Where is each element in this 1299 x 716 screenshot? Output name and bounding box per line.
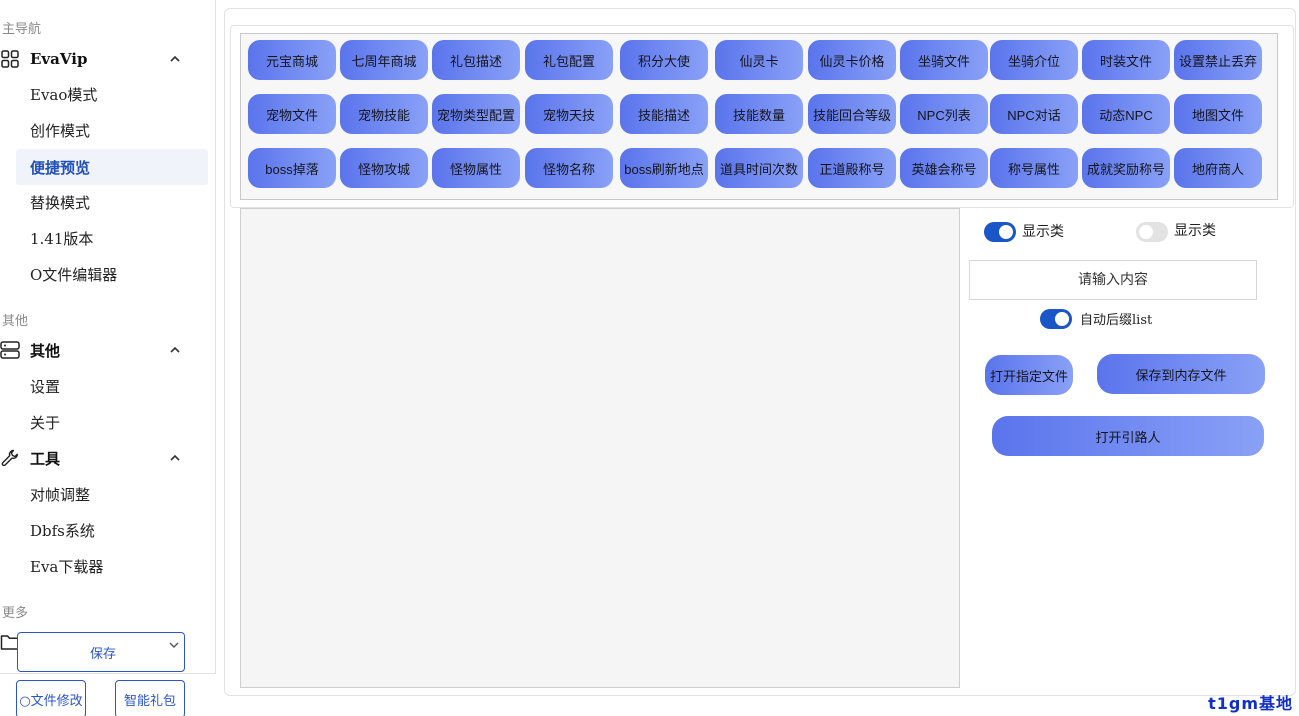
btn-boss-spawn-locations[interactable]: boss刷新地点 xyxy=(620,148,708,188)
save-select-value: 保存 xyxy=(90,647,117,662)
group-tools[interactable]: 工具 xyxy=(0,443,200,473)
btn-map-file[interactable]: 地图文件 xyxy=(1174,94,1262,134)
caption-more: 更多 xyxy=(2,606,29,621)
caption-other: 其他 xyxy=(2,314,29,329)
btn-npc-dialog[interactable]: NPC对话 xyxy=(990,94,1078,134)
btn-title-attributes[interactable]: 称号属性 xyxy=(990,148,1078,188)
group-evavip-label: EvaVip xyxy=(30,50,88,68)
auto-suffix-list-toggle[interactable] xyxy=(1040,309,1072,329)
display-class-label-a: 显示类 xyxy=(1022,224,1064,240)
btn-npc-list[interactable]: NPC列表 xyxy=(900,94,988,134)
save-to-memory-file-button[interactable]: 保存到内存文件 xyxy=(1097,354,1265,394)
btn-righteous-hall-title[interactable]: 正道殿称号 xyxy=(808,148,896,188)
smart-gift-button[interactable]: 智能礼包 xyxy=(115,680,185,716)
btn-mount-intro[interactable]: 坐骑介位 xyxy=(990,40,1078,80)
file-modify-button[interactable]: ○文件修改 xyxy=(16,680,86,716)
nav-item-settings[interactable]: 设置 xyxy=(30,377,61,396)
btn-gift-description[interactable]: 礼包描述 xyxy=(432,40,520,80)
nav-item-eva-downloader[interactable]: Eva下载器 xyxy=(30,557,104,576)
nav-item-about[interactable]: 关于 xyxy=(30,413,61,432)
btn-mount-file[interactable]: 坐骑文件 xyxy=(900,40,988,80)
server-icon xyxy=(0,340,20,360)
display-class-toggle-b[interactable] xyxy=(1136,222,1168,242)
display-class-toggle-a[interactable] xyxy=(984,222,1016,242)
open-guide-button[interactable]: 打开引路人 xyxy=(992,416,1264,456)
btn-skill-description[interactable]: 技能描述 xyxy=(620,94,708,134)
grid-icon xyxy=(0,49,20,69)
chevron-up-icon[interactable] xyxy=(168,343,182,357)
btn-pet-file[interactable]: 宠物文件 xyxy=(248,94,336,134)
button-panel-frame xyxy=(230,25,1294,208)
wrench-icon xyxy=(0,448,20,468)
nav-item-replace-mode[interactable]: 替换模式 xyxy=(30,193,91,212)
watermark: t1gm基地 xyxy=(1208,694,1293,713)
btn-boss-drop[interactable]: boss掉落 xyxy=(248,148,336,188)
btn-underworld-merchant[interactable]: 地府商人 xyxy=(1174,148,1262,188)
nav-item-version-141[interactable]: 1.41版本 xyxy=(30,229,94,248)
sidebar: 主导航 EvaVip Evao模式 创作模式 便捷预览 替换模式 1.41版本 … xyxy=(0,0,216,674)
btn-skill-count[interactable]: 技能数量 xyxy=(715,94,803,134)
nav-item-create-mode[interactable]: 创作模式 xyxy=(30,121,91,140)
group-other[interactable]: 其他 xyxy=(0,335,200,365)
btn-monster-siege[interactable]: 怪物攻城 xyxy=(340,148,428,188)
nav-item-quick-preview[interactable]: 便捷预览 xyxy=(16,149,208,185)
group-tools-label: 工具 xyxy=(30,449,61,468)
btn-spirit-card-price[interactable]: 仙灵卡价格 xyxy=(808,40,896,80)
save-select[interactable]: 保存 xyxy=(17,632,185,672)
btn-spirit-card[interactable]: 仙灵卡 xyxy=(715,40,803,80)
auto-suffix-list-label: 自动后缀list xyxy=(1080,313,1153,328)
group-evavip[interactable]: EvaVip xyxy=(0,44,200,74)
btn-pet-skill[interactable]: 宠物技能 xyxy=(340,94,428,134)
btn-gift-config[interactable]: 礼包配置 xyxy=(525,40,613,80)
group-other-label: 其他 xyxy=(30,341,61,360)
btn-dynamic-npc[interactable]: 动态NPC xyxy=(1082,94,1170,134)
chevron-down-icon xyxy=(169,642,179,648)
btn-hero-society-title[interactable]: 英雄会称号 xyxy=(900,148,988,188)
btn-achievement-title[interactable]: 成就奖励称号 xyxy=(1082,148,1170,188)
display-class-label-b: 显示类 xyxy=(1174,223,1216,239)
nav-item-evao-mode[interactable]: Evao模式 xyxy=(30,85,98,104)
chevron-up-icon[interactable] xyxy=(168,451,182,465)
btn-pet-heaven-skill[interactable]: 宠物天技 xyxy=(525,94,613,134)
nav-item-dbfs-system[interactable]: Dbfs系统 xyxy=(30,521,95,540)
btn-7th-anniversary-shop[interactable]: 七周年商城 xyxy=(340,40,428,80)
chevron-up-icon[interactable] xyxy=(168,52,182,66)
caption-main-nav: 主导航 xyxy=(2,22,42,37)
open-specified-file-button[interactable]: 打开指定文件 xyxy=(985,355,1073,395)
btn-no-discard-setting[interactable]: 设置禁止丢弃 xyxy=(1174,40,1262,80)
btn-monster-names[interactable]: 怪物名称 xyxy=(525,148,613,188)
btn-pet-type-config[interactable]: 宠物类型配置 xyxy=(432,94,520,134)
btn-yuanbao-shop[interactable]: 元宝商城 xyxy=(248,40,336,80)
btn-fashion-file[interactable]: 时装文件 xyxy=(1082,40,1170,80)
content-input[interactable] xyxy=(969,260,1257,300)
nav-item-o-file-editor[interactable]: O文件编辑器 xyxy=(30,265,118,284)
nav-item-frame-adjust[interactable]: 对帧调整 xyxy=(30,485,91,504)
btn-monster-attributes[interactable]: 怪物属性 xyxy=(432,148,520,188)
content-text-area[interactable] xyxy=(240,208,960,688)
btn-points-ambassador[interactable]: 积分大使 xyxy=(620,40,708,80)
btn-skill-round-level[interactable]: 技能回合等级 xyxy=(808,94,896,134)
btn-item-time-uses[interactable]: 道具时间次数 xyxy=(715,148,803,188)
